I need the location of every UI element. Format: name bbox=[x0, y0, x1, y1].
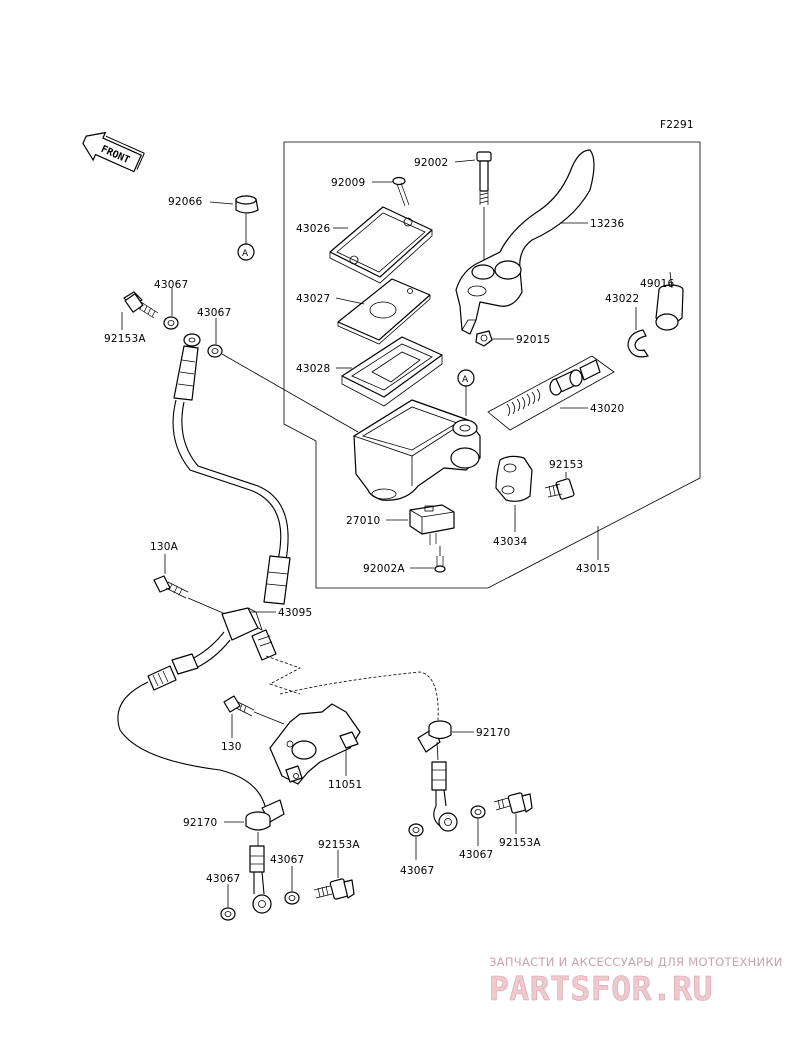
label-43026: 43026 bbox=[296, 223, 331, 235]
label-43067-c: 43067 bbox=[206, 873, 240, 885]
label-43067-d: 43067 bbox=[270, 854, 304, 866]
reservoir-cover-43026-part bbox=[329, 206, 433, 284]
bolt-130-part bbox=[223, 695, 255, 717]
bolt-130a-part bbox=[153, 575, 189, 599]
diaphragm-43028-part bbox=[341, 336, 443, 407]
screw-92009-part bbox=[392, 176, 410, 207]
bracket-11051-part bbox=[269, 703, 361, 785]
washer-43067-d-part bbox=[284, 891, 300, 905]
banjo-bolt-92153a-right-part bbox=[493, 792, 533, 814]
label-92153: 92153 bbox=[549, 459, 583, 471]
bolt-92153-part bbox=[544, 478, 575, 500]
label-49016: 49016 bbox=[640, 278, 675, 290]
hose-fitting-92170-left-part bbox=[245, 799, 285, 914]
label-13236: 13236 bbox=[590, 218, 625, 230]
diaphragm-plate-43027-part bbox=[337, 278, 431, 345]
screw-92002a-part bbox=[434, 546, 446, 573]
master-cylinder-body-part bbox=[353, 399, 481, 501]
nut-92015-part bbox=[475, 330, 493, 347]
piston-assembly-43020-part bbox=[487, 355, 615, 431]
label-43022: 43022 bbox=[605, 293, 639, 305]
watermark-tagline: ЗАПЧАСТИ И АКСЕССУАРЫ ДЛЯ МОТОТЕХНИКИ bbox=[489, 955, 783, 969]
label-43020: 43020 bbox=[590, 403, 624, 415]
brake-switch-27010-part bbox=[409, 504, 455, 545]
upper-brake-hose-part bbox=[172, 333, 291, 605]
washer-43067-e-part bbox=[408, 823, 424, 837]
pivot-bolt-92002-part bbox=[476, 151, 492, 268]
callout-a-1: A bbox=[242, 249, 249, 259]
label-92015: 92015 bbox=[516, 334, 550, 346]
label-43067-f: 43067 bbox=[459, 849, 493, 861]
label-92153a-left: 92153A bbox=[318, 839, 360, 851]
label-43015: 43015 bbox=[576, 563, 610, 575]
label-43067-a: 43067 bbox=[154, 279, 188, 291]
label-92153a-top: 92153A bbox=[104, 333, 146, 345]
label-43067-e: 43067 bbox=[400, 865, 434, 877]
figure-id: F2291 bbox=[660, 119, 694, 131]
clamp-43034-part bbox=[495, 455, 533, 502]
banjo-bolt-92153a-top-part bbox=[123, 291, 159, 319]
joint-43095-part bbox=[221, 607, 277, 661]
label-92009: 92009 bbox=[331, 177, 365, 189]
label-92002-top: 92002 bbox=[414, 157, 448, 169]
washer-43067-c-part bbox=[220, 907, 236, 921]
washer-43067-f-part bbox=[470, 805, 486, 819]
label-43027: 43027 bbox=[296, 293, 330, 305]
watermark-brand: PARTSFOR.RU bbox=[489, 969, 713, 1008]
label-92170-right: 92170 bbox=[476, 727, 510, 739]
front-arrow-icon: FRONT bbox=[82, 131, 145, 173]
label-130a: 130A bbox=[150, 541, 179, 553]
label-92170-left: 92170 bbox=[183, 817, 217, 829]
label-43028: 43028 bbox=[296, 363, 330, 375]
label-130: 130 bbox=[221, 741, 242, 753]
label-43034: 43034 bbox=[493, 536, 528, 548]
label-11051: 11051 bbox=[328, 779, 362, 791]
banjo-bolt-92153a-left-part bbox=[313, 878, 355, 900]
callout-a-2: A bbox=[462, 375, 469, 385]
lever-13236-part bbox=[455, 149, 595, 335]
label-92002a: 92002A bbox=[363, 563, 405, 575]
washer-43067-b-part bbox=[207, 344, 223, 358]
label-43095: 43095 bbox=[278, 607, 312, 619]
assembly-frame bbox=[283, 141, 701, 589]
label-92153a-right: 92153A bbox=[499, 837, 541, 849]
washer-43067-a-part bbox=[163, 316, 179, 330]
label-92066: 92066 bbox=[168, 196, 203, 208]
cap-92066-part: A bbox=[235, 195, 259, 261]
circlip-43022-part bbox=[627, 329, 649, 358]
lower-left-brake-hose-part bbox=[117, 631, 267, 811]
hose-fitting-92170-right-part bbox=[417, 720, 458, 832]
dust-boot-49016-part bbox=[655, 284, 684, 331]
label-43067-b: 43067 bbox=[197, 307, 231, 319]
label-27010: 27010 bbox=[346, 515, 380, 527]
